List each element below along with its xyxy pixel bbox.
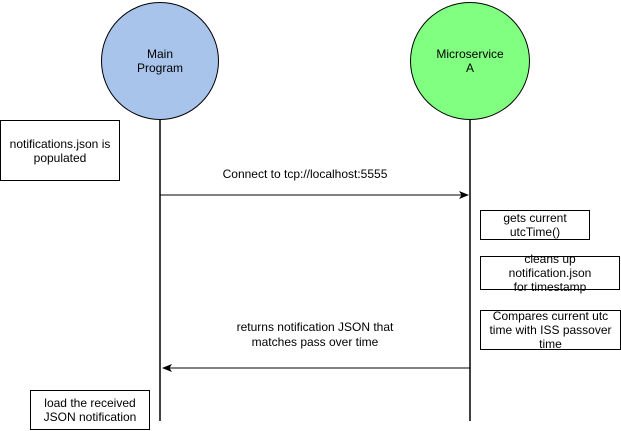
note-cleans-up-text: cleans up notification.json for timestam… [508, 252, 592, 294]
connect-message-label: Connect to tcp://localhost:5555 [222, 167, 388, 181]
note-notifications-populated-text: notifications.json is populated [9, 136, 111, 165]
returns-message-label: returns notification JSON that matches p… [236, 320, 394, 349]
microservice-a-label: Microservice A [436, 47, 504, 75]
microservice-a-actor: Microservice A [410, 2, 530, 120]
note-compares-time-text: Compares current utc time with ISS passo… [489, 309, 612, 351]
note-cleans-up: cleans up notification.json for timestam… [480, 252, 620, 294]
main-program-actor: Main Program [101, 2, 219, 120]
note-gets-utc-time: gets current utcTime() [480, 210, 590, 240]
note-compares-time: Compares current utc time with ISS passo… [480, 309, 621, 351]
note-gets-utc-time-text: gets current utcTime() [503, 211, 567, 239]
note-load-received: load the received JSON notification [30, 390, 150, 430]
note-load-received-text: load the received JSON notification [43, 396, 137, 424]
note-notifications-populated: notifications.json is populated [0, 120, 120, 181]
main-program-label: Main Program [136, 47, 183, 75]
